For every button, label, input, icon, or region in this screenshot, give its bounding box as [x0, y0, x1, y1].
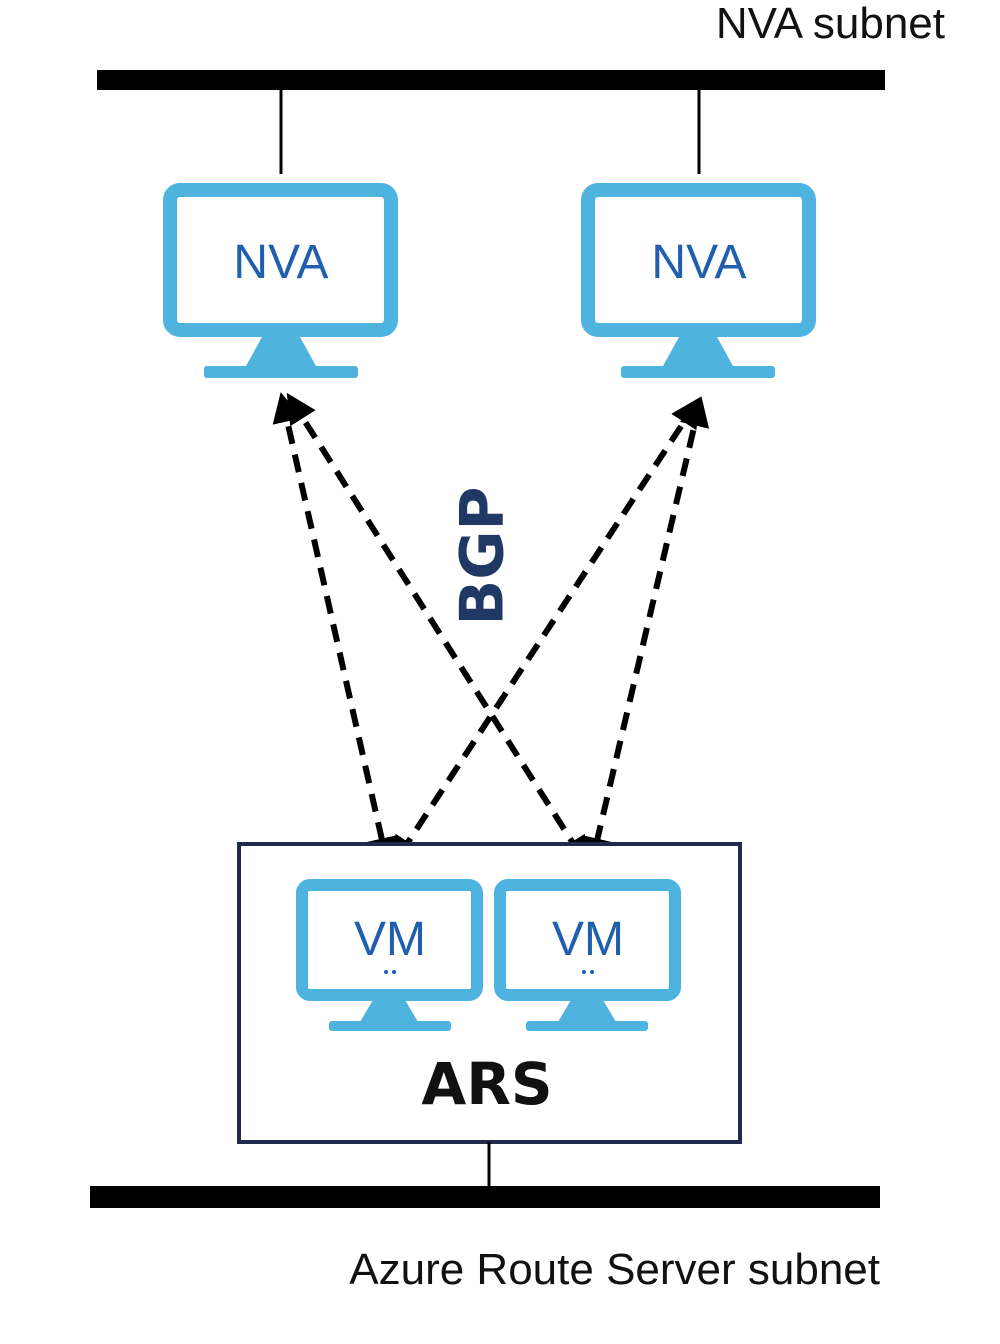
- vm-right-label: VM: [552, 913, 624, 966]
- bgp-link-nva-left-to-vm-left: [272, 392, 397, 868]
- ars-subnet-label: Azure Route Server subnet: [349, 1245, 880, 1294]
- nva-subnet-bus: [97, 70, 885, 90]
- nva-right-monitor-icon: NVA: [581, 183, 816, 378]
- vm-right-monitor-icon: VM: [494, 879, 681, 1031]
- ars-label: ARS: [421, 1050, 552, 1118]
- bgp-label: BGP: [448, 487, 518, 626]
- nva-right-label: NVA: [651, 236, 746, 289]
- ars-subnet-bus: [90, 1186, 880, 1208]
- nva-left-monitor-icon: NVA: [163, 183, 398, 378]
- bgp-connections: [272, 392, 710, 868]
- vm-left-label: VM: [354, 913, 426, 966]
- nva-subnet-label: NVA subnet: [716, 0, 945, 48]
- bgp-link-nva-right-to-vm-right: [582, 396, 710, 868]
- vm-left-monitor-icon: VM: [296, 879, 483, 1031]
- nva-left-label: NVA: [233, 236, 328, 289]
